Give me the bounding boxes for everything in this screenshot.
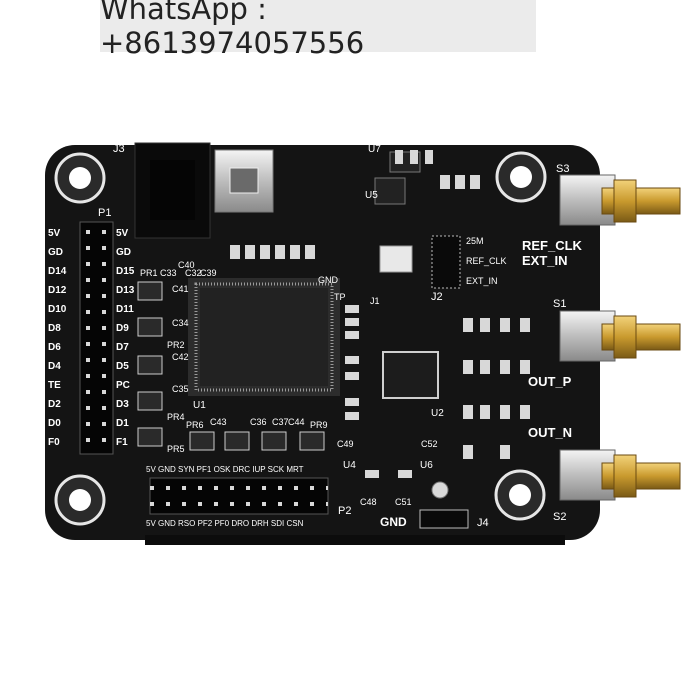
label-c35: C35 [172, 384, 189, 394]
p1-pin-right: D11 [116, 304, 134, 315]
label-c52: C52 [421, 439, 438, 449]
sma-connector-out-n[interactable] [559, 449, 681, 501]
label-u2: U2 [431, 408, 444, 419]
p1-pin-right: D15 [116, 266, 135, 277]
p1-pin-right: F1 [116, 437, 128, 448]
p1-pin-right: GD [116, 247, 131, 258]
header-p2-pins [150, 478, 328, 514]
passive-components [137, 150, 530, 478]
p1-pin-left: D4 [48, 361, 61, 372]
reset-button[interactable] [214, 149, 274, 213]
label-pr6: PR6 [186, 420, 204, 430]
label-ref-clk: REF_CLK [522, 238, 583, 253]
p1-pin-left: D2 [48, 399, 61, 410]
dc-jack [134, 142, 211, 239]
silkscreen: REF_CLK EXT_IN OUT_P OUT_N GND J3 S1 S2 … [48, 143, 583, 529]
header-p1-pins [80, 222, 113, 454]
label-c42: C42 [172, 352, 189, 362]
label-c41: C41 [172, 284, 189, 294]
label-u6: U6 [420, 460, 433, 471]
label-u4: U4 [343, 460, 356, 471]
p1-pin-left: D6 [48, 342, 61, 353]
label-c48: C48 [360, 497, 377, 507]
p1-pin-right: D13 [116, 285, 135, 296]
label-out-n: OUT_N [528, 425, 572, 440]
chip-u5 [374, 177, 406, 205]
label-c37: C37 [272, 417, 289, 427]
p1-pin-right: D7 [116, 342, 129, 353]
label-c40: C40 [178, 260, 195, 270]
label-s2: S2 [553, 511, 566, 523]
chip-u2 [382, 351, 439, 399]
mounting-hole-icon [54, 474, 106, 526]
label-p1: P1 [98, 207, 111, 219]
p1-pin-right: D9 [116, 323, 129, 334]
mounting-hole-icon [495, 151, 547, 203]
jumper-j4[interactable] [419, 509, 469, 529]
label-c44: C44 [288, 417, 305, 427]
label-pr2: PR2 [167, 340, 185, 350]
label-pr9: PR9 [310, 420, 328, 430]
label-u5: U5 [365, 190, 378, 201]
label-j3: J3 [113, 143, 125, 155]
p1-pin-right: 5V [116, 228, 129, 239]
p2-pins-bottom: 5V GND RSO PF2 PF0 DRO DRH SDI CSN [146, 519, 304, 528]
p1-pin-left: TE [48, 380, 61, 391]
label-j1: J1 [370, 296, 380, 306]
label-25m: 25M [466, 236, 484, 246]
label-pr5: PR5 [167, 444, 185, 454]
p1-pin-right: D3 [116, 399, 129, 410]
label-c32: C32 [185, 268, 202, 278]
p2-pins-top: 5V GND SYN PF1 OSK DRC IUP SCK MRT [146, 465, 304, 474]
mounting-hole-icon [494, 469, 546, 521]
label-c51: C51 [395, 497, 412, 507]
p1-pin-right: D5 [116, 361, 129, 372]
p1-pin-left: D8 [48, 323, 61, 334]
p1-pin-left: D10 [48, 304, 67, 315]
label-c36: C36 [250, 417, 267, 427]
sma-connector-ref-clk[interactable] [559, 174, 681, 226]
p1-pin-right: PC [116, 380, 130, 391]
label-pr1: PR1 [140, 268, 158, 278]
label-u7: U7 [368, 144, 381, 155]
label-opt-ref-clk: REF_CLK [466, 256, 507, 266]
watermark-text: WhatsApp : +8613974057556 [100, 0, 365, 60]
label-opt-ext-in: EXT_IN [466, 276, 498, 286]
p1-pin-left: D14 [48, 266, 67, 277]
label-j2: J2 [431, 291, 443, 303]
jumper-j2[interactable] [431, 235, 461, 289]
label-c39: C39 [200, 268, 217, 278]
label-out-p: OUT_P [528, 374, 572, 389]
p1-pin-left: 5V [48, 228, 61, 239]
label-p2: P2 [338, 505, 351, 517]
sma-connector-out-p[interactable] [559, 310, 681, 362]
watermark-banner: WhatsApp : +8613974057556 [100, 0, 536, 60]
label-gnd-small: GND [318, 275, 339, 285]
label-j4: J4 [477, 517, 489, 529]
label-ext-in: EXT_IN [522, 253, 568, 268]
test-pad [431, 481, 449, 499]
label-tp: TP [334, 292, 346, 302]
label-c43: C43 [210, 417, 227, 427]
crystal [379, 245, 413, 273]
label-s1: S1 [553, 298, 566, 310]
label-c33: C33 [160, 268, 177, 278]
mounting-hole-icon [54, 152, 106, 204]
p1-pin-left: D12 [48, 285, 67, 296]
board-edge [145, 535, 565, 545]
label-s3: S3 [556, 163, 569, 175]
p1-pin-left: D0 [48, 418, 61, 429]
label-gnd: GND [380, 515, 407, 529]
label-c49: C49 [337, 439, 354, 449]
label-c34: C34 [172, 318, 189, 328]
main-dds-chip [188, 278, 340, 396]
p1-pin-left: GD [48, 247, 63, 258]
label-pr4: PR4 [167, 412, 185, 422]
label-u1: U1 [193, 400, 206, 411]
p1-pin-right: D1 [116, 418, 129, 429]
p1-pin-left: F0 [48, 437, 60, 448]
